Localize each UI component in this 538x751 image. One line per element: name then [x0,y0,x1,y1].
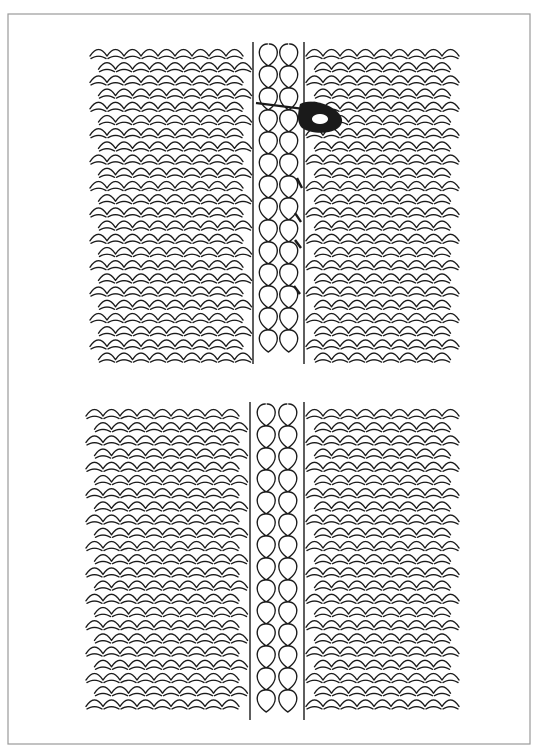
yarn-loop-hole [312,114,328,124]
